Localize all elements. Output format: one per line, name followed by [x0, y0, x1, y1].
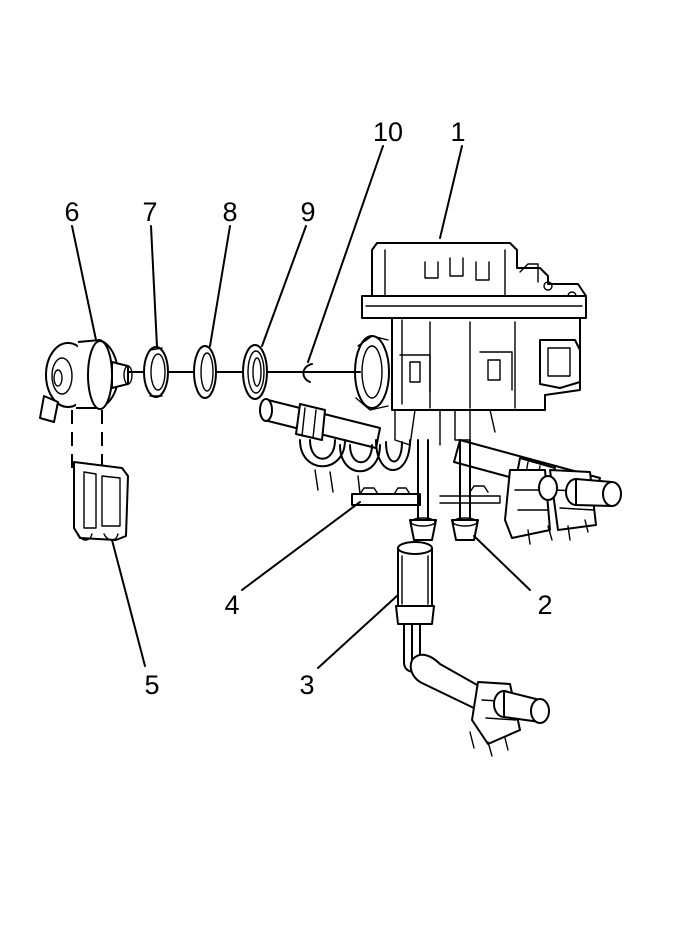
wiring-harness	[259, 398, 622, 545]
callout-2: 2	[537, 590, 552, 620]
callout-labels: 1 10 9 8 7 6 5 4 3 2	[64, 117, 552, 700]
leader-9	[261, 225, 307, 347]
callout-1: 1	[450, 117, 465, 147]
retaining-clip-10	[302, 363, 313, 383]
callout-9: 9	[300, 197, 315, 227]
callout-3: 3	[299, 670, 314, 700]
leader-1	[439, 145, 463, 239]
leader-3	[317, 594, 399, 669]
sensor-connector-3	[395, 541, 550, 757]
studs-and-nuts	[409, 439, 479, 541]
module-assembly	[354, 242, 587, 446]
leader-lines	[71, 145, 531, 669]
leader-8	[209, 225, 231, 347]
callout-7: 7	[142, 197, 157, 227]
seal-9	[242, 344, 268, 400]
leader-2	[473, 535, 531, 591]
callout-10: 10	[373, 117, 403, 147]
leader-7	[150, 225, 158, 348]
bracket-5	[71, 410, 129, 541]
exploded-shaft-parts	[39, 339, 361, 423]
callout-6: 6	[64, 197, 79, 227]
leader-5	[111, 539, 146, 667]
leader-10	[307, 145, 384, 363]
bushing-7	[143, 346, 169, 398]
actuator-6	[39, 339, 133, 423]
callout-8: 8	[222, 197, 237, 227]
callout-5: 5	[144, 670, 159, 700]
callout-4: 4	[224, 590, 239, 620]
leader-6	[71, 225, 97, 341]
washer-8	[193, 345, 217, 399]
leader-4	[241, 501, 361, 591]
